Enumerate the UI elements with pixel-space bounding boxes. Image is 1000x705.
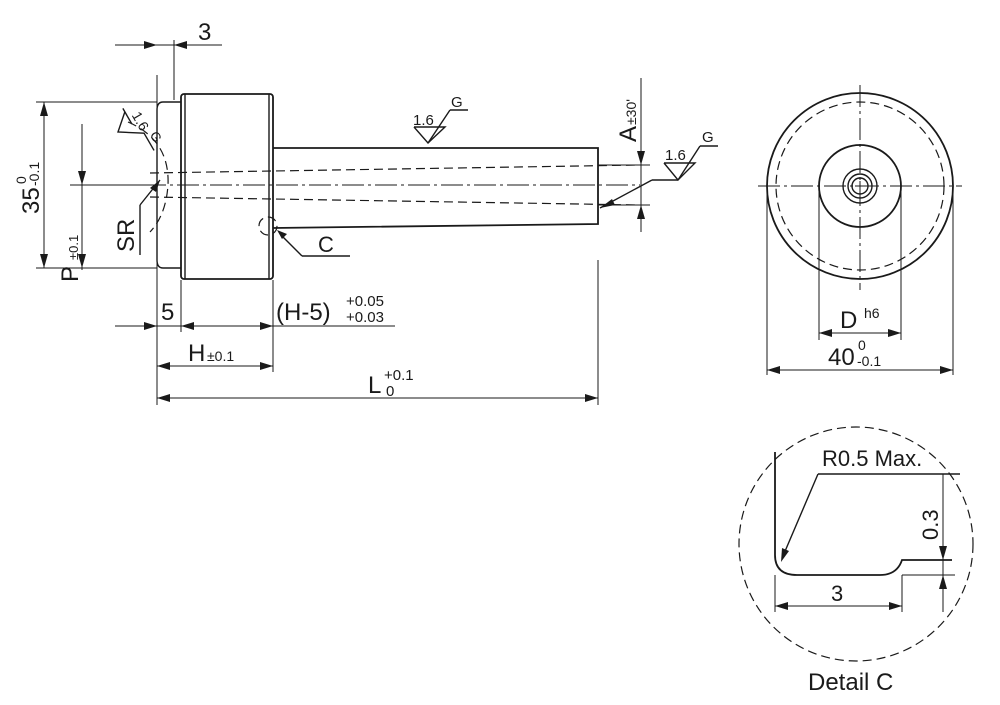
dim-diameter: 40 0 -0.1 [766, 186, 954, 375]
svg-text:1.6: 1.6 [665, 147, 686, 164]
head-width-label: 3 [198, 19, 211, 46]
roughness-tip: 1.6 G [599, 129, 718, 209]
svg-text:+0.1: +0.1 [384, 367, 414, 384]
sr-label: SR [113, 219, 140, 252]
side-view: C 3 35 0 -0.1 P ±0.1 [13, 19, 718, 405]
height-label: 35 [18, 187, 45, 214]
svg-text:±30': ±30' [623, 99, 639, 125]
h-minus-label: (H-5) [276, 299, 331, 326]
d-label: D [840, 307, 857, 334]
svg-text:±0.1: ±0.1 [207, 348, 234, 364]
sr-arc [127, 121, 169, 233]
svg-text:1.6: 1.6 [413, 112, 434, 129]
svg-text:G: G [451, 94, 463, 111]
length-label: 3 [831, 581, 843, 606]
shoulder-label: 5 [161, 299, 174, 326]
svg-text:±0.1: ±0.1 [66, 235, 81, 260]
detail-boundary [738, 426, 974, 662]
detail-ref-label: C [318, 232, 334, 257]
p-label: P [57, 266, 84, 282]
roughness-head: 1.6 G [117, 108, 165, 151]
svg-text:1.6: 1.6 [129, 109, 153, 134]
svg-text:-0.1: -0.1 [26, 162, 42, 186]
detail-caption: Detail C [808, 669, 893, 696]
svg-text:+0.05: +0.05 [346, 293, 384, 310]
detail-profile [774, 452, 952, 576]
detail-c: R0.5 Max. 0.3 3 Detail C [738, 426, 974, 696]
head-body [180, 93, 274, 280]
a-label: A [615, 126, 642, 142]
svg-text:G: G [702, 129, 714, 146]
svg-text:0: 0 [386, 383, 394, 400]
depth-label: 0.3 [918, 509, 943, 540]
detail-c-marker [258, 216, 278, 236]
dim-p: P ±0.1 [57, 124, 160, 282]
svg-text:0: 0 [858, 337, 866, 353]
svg-text:-0.1: -0.1 [857, 353, 881, 369]
end-view: D h6 40 0 -0.1 [758, 85, 962, 375]
h-label: H [188, 340, 205, 367]
svg-text:h6: h6 [864, 305, 880, 321]
dim-d: D h6 [818, 186, 902, 340]
radius-note: R0.5 Max. [822, 446, 922, 471]
l-label: L [368, 372, 381, 399]
dim-h: H ±0.1 [157, 340, 273, 370]
svg-text:0: 0 [13, 176, 29, 184]
dim-head-width: 3 [115, 19, 222, 49]
dim-angle-a: A ±30' [598, 78, 650, 232]
dim-l: L +0.1 0 [157, 260, 599, 405]
dim-shoulder: 5 (H-5) +0.05 +0.03 [115, 280, 395, 372]
sr-leader: SR [113, 179, 161, 255]
diameter-label: 40 [828, 344, 855, 371]
roughness-top: 1.6 G [413, 94, 468, 145]
svg-text:+0.03: +0.03 [346, 309, 384, 326]
shank [272, 147, 599, 229]
